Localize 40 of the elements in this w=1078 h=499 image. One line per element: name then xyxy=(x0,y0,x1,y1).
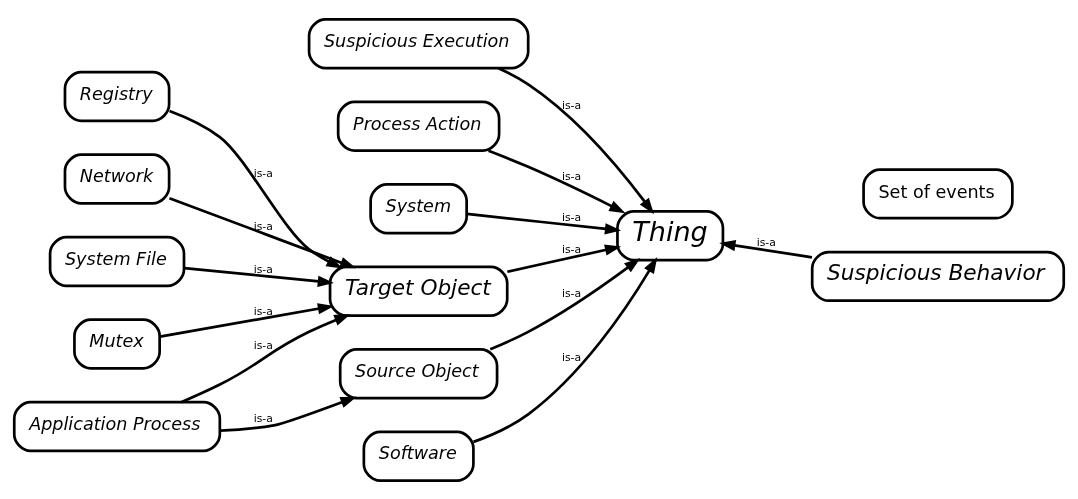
node-box: Software xyxy=(362,430,475,482)
node-box: Source Object xyxy=(338,347,499,399)
edge-label: is-a xyxy=(561,210,582,224)
edge-label: is-a xyxy=(561,98,582,112)
node-box: Mutex xyxy=(73,317,161,370)
node-box: Thing xyxy=(616,209,725,261)
node-box: Registry xyxy=(63,70,171,122)
node-box: Suspicious Execution xyxy=(307,17,530,69)
arrow xyxy=(466,212,622,234)
arrow xyxy=(168,196,357,268)
node-box: Application Process xyxy=(12,400,222,452)
arrow xyxy=(489,257,641,350)
arrow xyxy=(180,313,351,403)
arrow xyxy=(159,302,335,338)
edge-label: is-a xyxy=(561,169,582,183)
edge-label: is-a xyxy=(253,338,273,352)
arrow xyxy=(488,149,626,213)
arrow xyxy=(184,266,334,287)
edge-label: is-a xyxy=(756,235,776,249)
edge-label: is-a xyxy=(561,350,582,364)
edge-label: is-a xyxy=(561,242,582,256)
edge-label: is-a xyxy=(253,219,273,233)
arrow xyxy=(220,396,357,432)
edge-label: is-a xyxy=(253,304,273,318)
edge-label: is-a xyxy=(561,286,582,300)
node-box: Set of events xyxy=(862,167,1014,220)
arrow xyxy=(507,243,622,273)
edge-label: is-a xyxy=(253,262,273,276)
node-box: Suspicious Behavior xyxy=(810,250,1066,302)
arrow xyxy=(719,239,813,259)
node-box: System File xyxy=(48,235,186,287)
arrow xyxy=(497,66,654,214)
node-box: Process Action xyxy=(336,100,501,152)
edge-label: is-a xyxy=(253,166,273,180)
node-box: Target Object xyxy=(328,265,509,317)
arrow xyxy=(473,256,658,443)
edge-label: is-a xyxy=(253,411,273,425)
arrow xyxy=(169,109,343,268)
node-box: System xyxy=(369,182,468,234)
node-box: Network xyxy=(63,152,171,205)
